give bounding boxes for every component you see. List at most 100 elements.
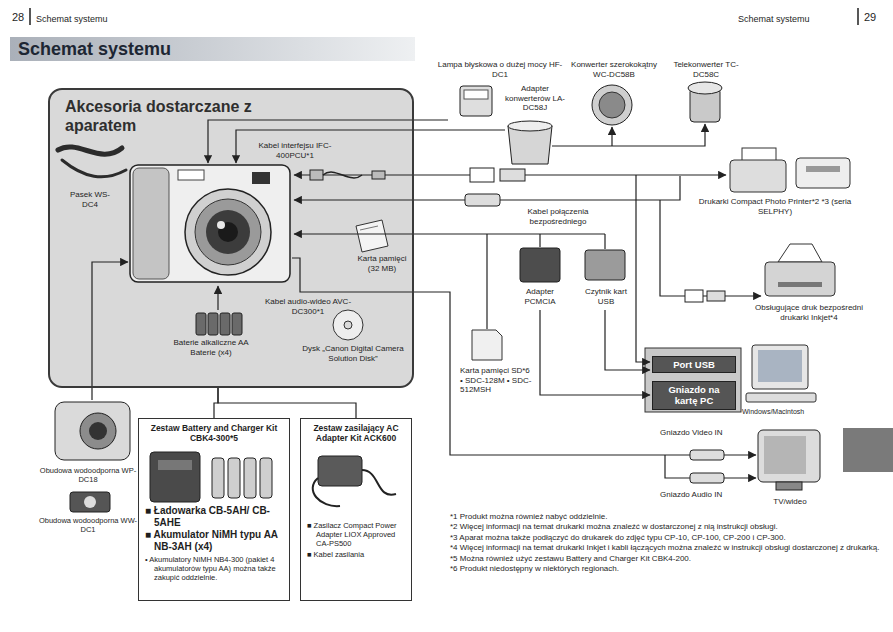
label-holder: Pasek WS-DC4 — [70, 190, 110, 209]
page-header-rule — [857, 8, 858, 25]
kit-box: Zestaw zasilający AC Adapter Kit ACK600■… — [300, 418, 412, 601]
panel-heading: Akcesoria dostarczane z aparatem — [65, 97, 265, 135]
plug-icons — [465, 194, 500, 206]
card-32mb-icon — [356, 220, 388, 252]
usb-reader-icon — [585, 250, 625, 280]
strap-icon — [62, 160, 126, 177]
photo-printer-icons — [730, 148, 850, 192]
cable-wires — [525, 174, 726, 175]
label-holder: Obudowa wodoodporna WW-DC1 — [36, 516, 140, 534]
part-label: Karta pamięci (32 MB) — [352, 254, 412, 273]
waterproof-case-icons — [70, 492, 110, 512]
cable-wires — [217, 286, 218, 310]
computer-icon — [746, 393, 816, 402]
adapter-icon — [508, 121, 552, 131]
part-label: Windows/Macintosh — [742, 408, 826, 416]
tv-icon — [764, 436, 806, 474]
connector — [218, 388, 356, 418]
label-holder: Schemat systemu — [738, 14, 838, 25]
cable-wires — [500, 176, 680, 200]
cable-wires — [540, 310, 650, 395]
inkjet-printer-icon — [765, 262, 835, 296]
page-header: 28 — [12, 11, 36, 24]
part-label: Czytnik kart USB — [580, 287, 632, 306]
part-label: Kabel audio-wideo AVC-DC300*1 — [262, 297, 354, 316]
plug-icons — [372, 171, 385, 179]
label-holder: TV/wideo — [755, 497, 825, 507]
plug-icons — [470, 168, 494, 182]
label-holder: 28 — [12, 11, 36, 24]
cd-icon — [333, 310, 363, 340]
camera-icon — [130, 165, 290, 282]
label-holder: Telekonwerter TC-DC58C — [668, 60, 744, 79]
label-holder: Lampa błyskowa o dużej mocy HF-DC1 — [437, 60, 563, 79]
page-header-rule — [30, 8, 858, 25]
page-header: Schemat systemu — [36, 14, 136, 25]
footnote-block: *1 Produkt można również nabyć oddzielni… — [450, 512, 882, 574]
port-box: Port USB — [652, 356, 736, 373]
cable-wires — [486, 234, 487, 329]
camera-icon — [185, 189, 271, 275]
footnote: *2 Więcej informacji na temat drukarki m… — [450, 522, 882, 532]
charger-kit-icons — [260, 458, 272, 498]
battery-icons — [208, 313, 218, 335]
page-title: Schemat systemu — [18, 39, 171, 61]
charger-kit-icons — [244, 458, 256, 498]
plug-icons — [690, 473, 724, 483]
part-label: Telekonwerter TC-DC58C — [668, 60, 744, 79]
label-holder: Karta pamięci SD*6 • SDC-128M • SDC-512M… — [460, 366, 534, 395]
box-heading: Zestaw Battery and Charger Kit CBK4-300*… — [145, 423, 283, 443]
camera-icon — [195, 199, 261, 265]
part-label: Gniazdo Audio IN — [660, 490, 750, 500]
inkjet-printer-icon — [765, 244, 835, 296]
ac-adapter-icons — [313, 478, 340, 506]
cable-wires — [604, 234, 605, 249]
adapter-icon — [508, 126, 552, 164]
waterproof-case-icons — [55, 402, 130, 512]
cable-wires — [294, 199, 465, 200]
charger-kit-icons — [212, 458, 224, 498]
battery-icons — [232, 313, 242, 335]
cable-wires — [236, 130, 505, 163]
page-header: 29 — [864, 11, 888, 24]
ac-adapter-icons — [362, 470, 396, 495]
plug-icons — [323, 172, 362, 178]
camera-icon — [178, 170, 204, 180]
footnote: *3 Aparat można także podłączyć do druka… — [450, 533, 882, 543]
title-holder: Schemat systemu — [18, 39, 171, 61]
plug-icons — [707, 291, 725, 301]
battery-icons — [196, 313, 242, 335]
footnote: *5 Można również użyć zestawu Battery an… — [450, 554, 882, 564]
footnote: *4 Więcej informacji na temat drukarki I… — [450, 543, 882, 553]
footnote: *6 Produkt niedostępny w niektórych regi… — [450, 564, 882, 574]
ac-adapter-icons — [313, 456, 396, 506]
sd-card-icon — [472, 330, 502, 360]
port-label: Gniazdo na kartę PC — [656, 384, 732, 407]
label-holder: Adapter konwerterów LA-DC58J — [503, 84, 567, 113]
label-holder: Gniazdo Video IN — [660, 428, 750, 438]
part-label: Konwerter szerokokątny WC-DC58B — [570, 60, 658, 79]
waterproof-case-icons — [84, 496, 96, 508]
cable-wires — [208, 120, 448, 163]
camera-icon — [130, 165, 290, 282]
port-box: Gniazdo na kartę PC — [652, 381, 736, 410]
part-label: Karta pamięci SD*6 • SDC-128M • SDC-512M… — [460, 366, 534, 395]
part-label: Dysk „Canon Digital Camera Solution Disk… — [296, 344, 410, 363]
part-label: Kabel połączenia bezpośredniego — [513, 207, 603, 226]
bullet-item: ■ Kabel zasilania — [307, 550, 405, 559]
wide-converter-icon — [592, 85, 632, 125]
part-label: Kabel interfejsu IFC-400PCU*1 — [253, 141, 337, 160]
card-32mb-icon — [360, 226, 378, 230]
photo-printer-icons — [796, 158, 850, 188]
card-32mb-icon — [356, 220, 388, 252]
battery-icons — [220, 313, 230, 335]
cd-icon — [344, 321, 352, 329]
cable-wires — [611, 127, 612, 146]
page-header-rule — [29, 8, 30, 25]
flash-icon — [464, 90, 488, 99]
part-label: Adapter konwerterów LA-DC58J — [503, 84, 567, 113]
label-holder: Kabel połączenia bezpośredniego — [513, 207, 603, 226]
part-label: Gniazdo Video IN — [660, 428, 750, 438]
cable-wires — [605, 310, 650, 370]
